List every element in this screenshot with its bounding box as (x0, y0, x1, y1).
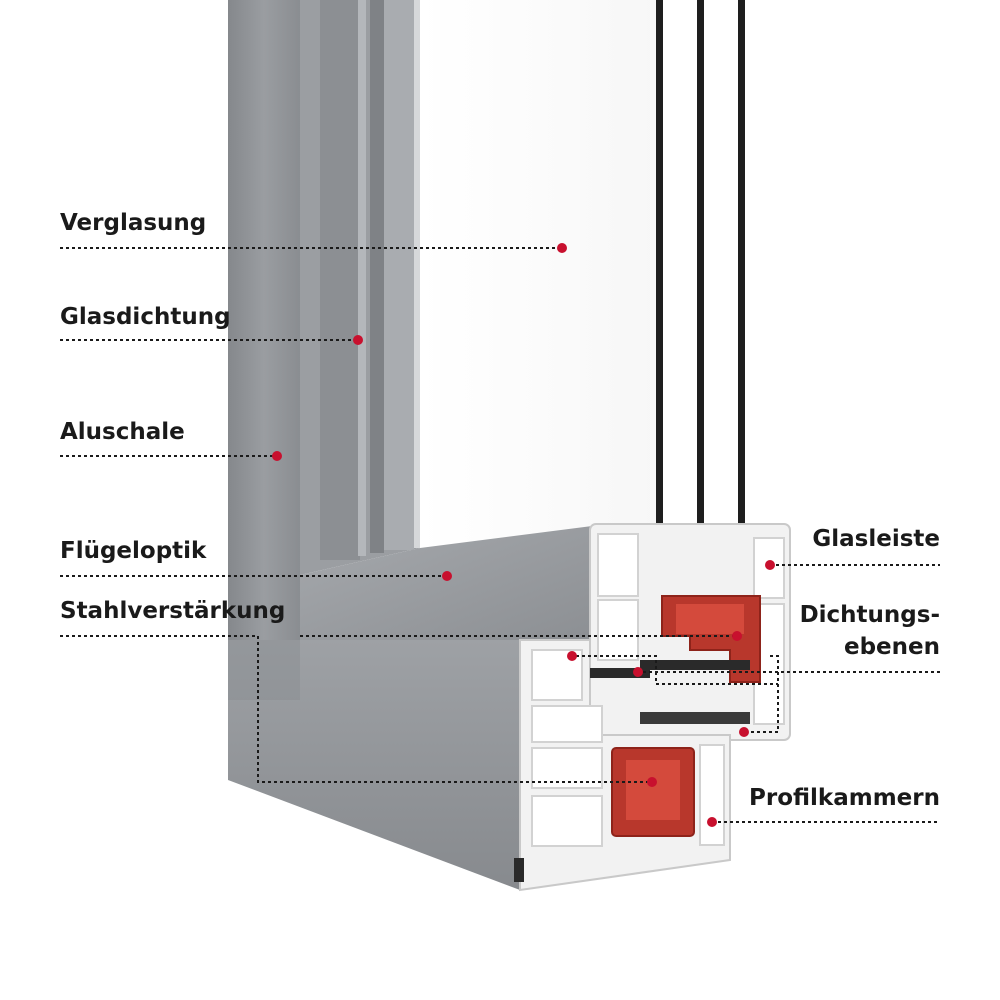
marker-dichtung-2 (633, 667, 643, 677)
leader-lines (60, 247, 940, 823)
label-profilkammern: Profilkammern (749, 785, 940, 811)
glass-pane-line-2 (697, 0, 704, 550)
frame-chamber-bottom (531, 795, 603, 847)
frame-gasket (590, 668, 650, 678)
label-glasdichtung: Glasdichtung (60, 304, 231, 330)
label-verglasung: Verglasung (60, 210, 207, 236)
label-stahlverstaerkung: Stahlverstärkung (60, 598, 286, 624)
marker-fluegeloptik (442, 571, 452, 581)
frame-chamber-mid (531, 705, 603, 743)
leader-dichtung-2 (576, 655, 778, 685)
marker-glasdichtung (353, 335, 363, 345)
marker-verglasung (557, 243, 567, 253)
frame-steel-inner (626, 760, 680, 820)
label-dichtungsebenen-line1: Dichtungs- (799, 602, 940, 628)
sash-chamber-left (597, 533, 639, 597)
marker-dichtung-1 (567, 651, 577, 661)
marker-glasleiste (765, 560, 775, 570)
marker-dichtung-3 (739, 727, 749, 737)
leader-stahlverstaerkung (60, 635, 650, 783)
frame-chamber-right (699, 744, 725, 846)
aluminium-frame-front (228, 640, 520, 890)
marker-profilkammern (707, 817, 717, 827)
groove-shadow (370, 0, 384, 553)
sash-lower-gasket (640, 712, 750, 724)
groove-face (384, 0, 414, 550)
groove-edge (414, 0, 420, 548)
marker-aluschale (272, 451, 282, 461)
frame-chamber-mid-lower (531, 747, 603, 789)
label-fluegeloptik: Flügeloptik (60, 538, 207, 564)
aluminium-frame-corner-shade (228, 640, 300, 700)
groove-highlight (358, 0, 366, 556)
sash-horizontal (300, 525, 600, 640)
markers (272, 243, 775, 827)
frame-bottom-gasket (514, 858, 524, 882)
marker-stahl-frame (647, 777, 657, 787)
sash-chamber-left-lower (597, 599, 639, 661)
glass-pane (420, 0, 660, 548)
sash-gasket (640, 660, 750, 670)
sash-steel-inner (676, 604, 744, 634)
glass-pane-line-3 (738, 0, 745, 550)
glazing-seal-groove (320, 0, 360, 560)
label-aluschale: Aluschale (60, 419, 185, 445)
aluminium-frame-vertical (228, 0, 300, 640)
label-glasleiste: Glasleiste (812, 526, 940, 552)
glass-pane-line-1 (656, 0, 663, 550)
label-dichtungsebenen-line2: ebenen (843, 634, 940, 660)
marker-stahl-sash (732, 631, 742, 641)
